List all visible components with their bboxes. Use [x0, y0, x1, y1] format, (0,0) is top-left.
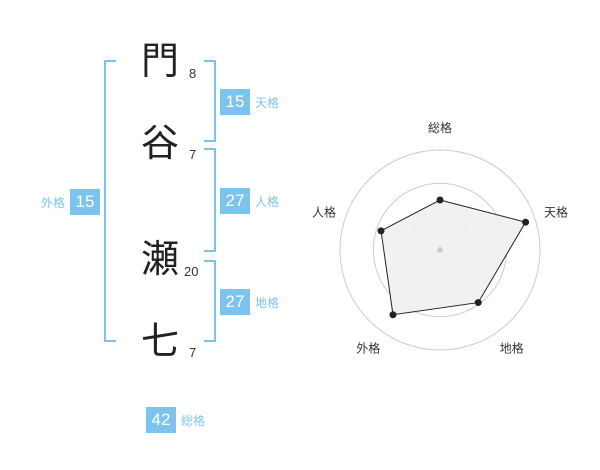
stroke-count-1: 8 — [189, 66, 197, 81]
radar-point — [522, 218, 530, 226]
chikaku-bracket — [204, 260, 216, 342]
jinkaku-bracket — [204, 148, 216, 252]
radar-axis-label: 人格 — [312, 204, 336, 219]
soukaku-badge: 42 総格 — [146, 407, 205, 433]
soukaku-label: 総格 — [181, 413, 206, 428]
jinkaku-label: 人格 — [255, 194, 280, 209]
stroke-count-4: 7 — [189, 345, 197, 360]
name-char-2: 谷 — [141, 121, 180, 165]
radar-point — [436, 196, 444, 204]
radar-point — [474, 299, 482, 307]
chikaku-label: 地格 — [255, 295, 280, 310]
jinkaku-value: 27 — [220, 188, 250, 214]
gaikaku-bracket — [104, 60, 116, 342]
name-char-3: 瀬 — [141, 237, 180, 281]
tenkaku-label: 天格 — [255, 95, 280, 110]
radar-ring — [339, 149, 541, 351]
name-char-4: 七 — [141, 319, 180, 363]
gaikaku-badge: 外格 15 — [41, 189, 101, 215]
radar-axis-label: 外格 — [356, 341, 380, 356]
chikaku-value: 27 — [220, 289, 250, 315]
soukaku-value: 42 — [146, 407, 176, 433]
radar-axis-label: 天格 — [544, 204, 568, 219]
gaikaku-value: 15 — [70, 189, 101, 215]
name-char-1: 門 — [141, 39, 180, 83]
radar-center — [437, 247, 443, 253]
chikaku-badge: 27 地格 — [220, 289, 279, 315]
tenkaku-badge: 15 天格 — [220, 89, 279, 115]
radar-point — [377, 227, 385, 235]
radar-axis-label: 総格 — [428, 120, 452, 135]
tenkaku-value: 15 — [220, 89, 250, 115]
radar-series — [380, 199, 527, 316]
radar-axis-label: 地格 — [500, 341, 524, 356]
stroke-count-2: 7 — [189, 147, 197, 162]
radar-point — [389, 311, 397, 319]
stroke-count-3: 20 — [184, 264, 199, 279]
gaikaku-label: 外格 — [41, 195, 66, 210]
jinkaku-badge: 27 人格 — [220, 188, 279, 214]
tenkaku-bracket — [204, 60, 216, 142]
